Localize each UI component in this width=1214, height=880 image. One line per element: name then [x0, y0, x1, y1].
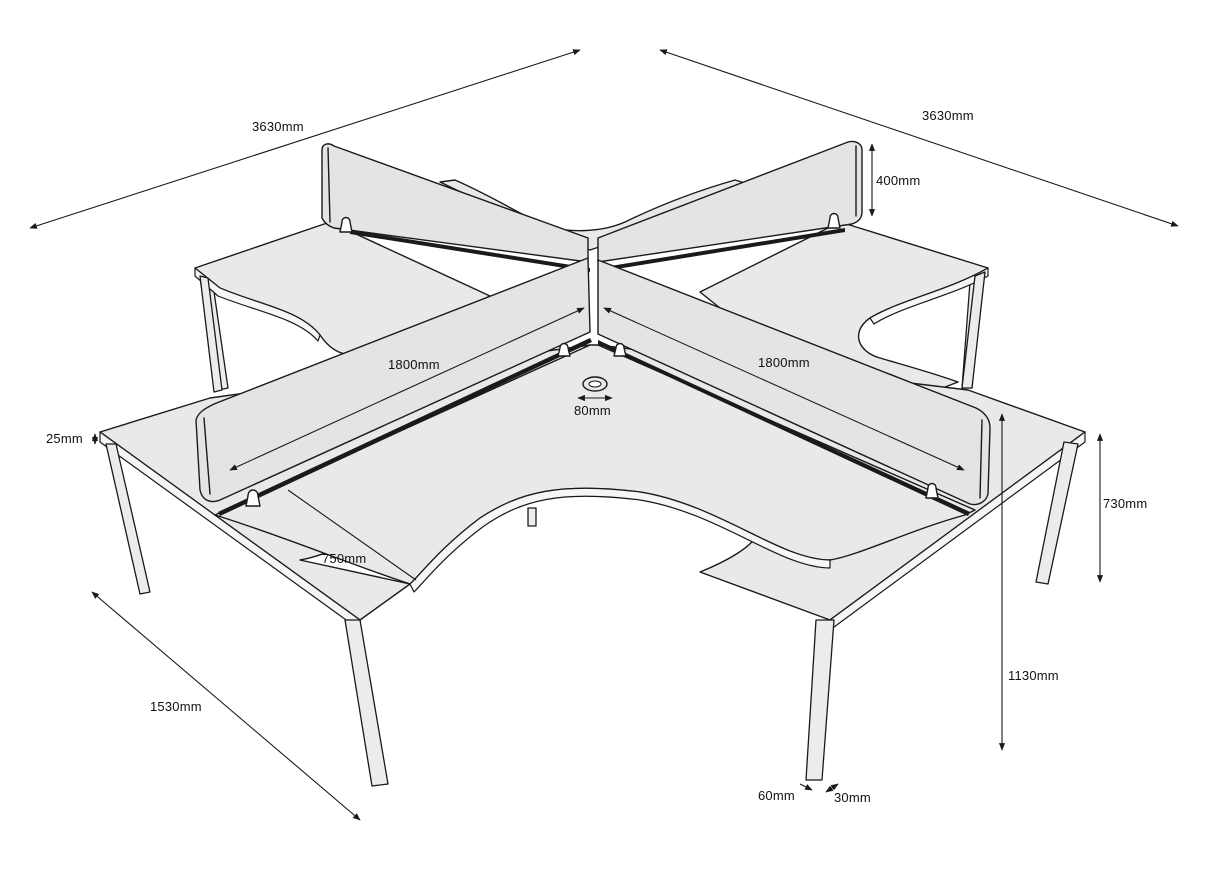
label-top-thickness: 25mm — [46, 431, 83, 446]
label-depth: 1530mm — [150, 699, 202, 714]
label-desk-height: 730mm — [1103, 496, 1147, 511]
label-overall-height: 1130mm — [1008, 668, 1059, 683]
label-leg-width: 60mm — [758, 788, 795, 803]
label-width-left: 3630mm — [252, 119, 304, 134]
label-screen-length-right: 1800mm — [758, 355, 810, 370]
desk-front-center — [214, 344, 976, 593]
label-screen-height: 400mm — [876, 173, 920, 188]
label-desk-depth: 750mm — [322, 551, 366, 566]
label-cable-port: 80mm — [574, 403, 611, 418]
label-leg-depth: 30mm — [834, 790, 871, 805]
dimension-labels: 3630mm 3630mm 400mm 1800mm 1800mm 80mm 2… — [46, 108, 1147, 805]
dimension-lines — [29, 49, 1179, 821]
label-screen-length-left: 1800mm — [388, 357, 440, 372]
label-width-right: 3630mm — [922, 108, 974, 123]
